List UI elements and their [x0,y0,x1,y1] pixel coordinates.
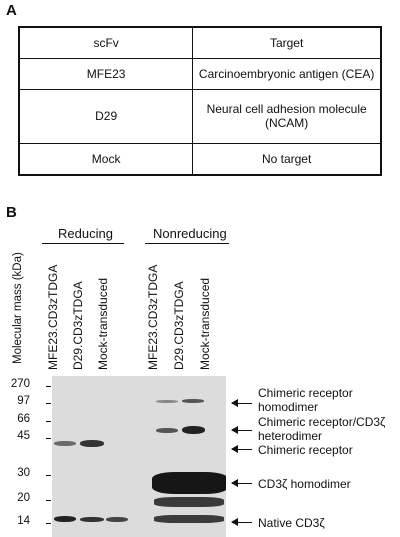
table-row: Mock No target [18,142,382,176]
annotation-homodimer: Chimeric receptor homodimer [258,386,353,414]
blot-band [156,428,178,433]
arrow-icon [231,518,252,526]
annotation-heterodimer: Chimeric receptor/CD3ζ heterodimer [258,415,386,443]
mw-tick [46,523,51,524]
mw-tick [46,403,51,404]
condition-nonreducing-bar [145,243,229,244]
table-cell: D29 [18,89,194,144]
table-cell: MFE23 [18,58,194,91]
arrow-icon [231,479,252,487]
table-row: MFE23 Carcinoembryonic antigen (CEA) [18,58,382,91]
mw-tick [46,421,51,422]
condition-nonreducing: Nonreducing [153,226,227,241]
western-blot-image [52,376,226,537]
mw-marker: 45 [17,430,30,442]
lane-label: D29.CD3zTDGA [71,281,85,370]
table-cell: No target [192,142,382,176]
mw-marker: 20 [17,492,30,504]
condition-reducing: Reducing [58,226,113,241]
annotation-chimeric-receptor: Chimeric receptor [258,443,353,457]
lane-label: MFE23.CD3zTDGA [46,264,60,370]
blot-band [106,517,128,522]
mw-tick [46,438,51,439]
blot-band [182,399,204,403]
mw-marker: 66 [17,413,30,425]
scfv-target-table: scFv Target MFE23 Carcinoembryonic antig… [18,26,382,176]
lane-label: Mock-transduced [198,277,212,370]
blot-band [156,400,178,403]
blot-band [80,440,104,447]
blot-band [154,497,224,507]
panel-a-label: A [6,2,17,19]
mw-marker: 14 [17,515,30,527]
condition-reducing-bar [42,243,124,244]
table-row: D29 Neural cell adhesion molecule (NCAM) [18,89,382,144]
table-header-cell: Target [192,26,382,60]
mw-marker: 270 [10,378,30,390]
annotation-cd3z-homodimer: CD3ζ homodimer [258,477,351,491]
annotation-native-cd3z: Native CD3ζ [258,516,325,530]
mw-tick [46,386,51,387]
blot-band [54,516,76,522]
blot-band [182,426,205,434]
lane-label: MFE23.CD3zTDGA [146,264,160,370]
table-header-cell: scFv [18,26,194,60]
arrow-icon [231,399,252,407]
blot-band [54,441,76,446]
table-header-row: scFv Target [18,26,382,60]
panel-b-label: B [6,204,17,221]
table-cell: Carcinoembryonic antigen (CEA) [192,58,382,91]
blot-band [152,472,226,494]
arrow-icon [231,426,252,434]
mw-marker: 30 [17,467,30,479]
mw-tick [46,500,51,501]
lane-label: D29.CD3zTDGA [172,281,186,370]
arrow-icon [231,445,252,453]
table-cell: Neural cell adhesion molecule (NCAM) [192,89,382,144]
mw-tick [46,475,51,476]
blot-band [154,515,224,523]
y-axis-label: Molecular mass (kDa) [12,252,24,364]
table-cell: Mock [18,142,194,176]
mw-marker: 97 [17,395,30,407]
lane-label: Mock-transduced [96,277,110,370]
blot-band [80,517,104,522]
